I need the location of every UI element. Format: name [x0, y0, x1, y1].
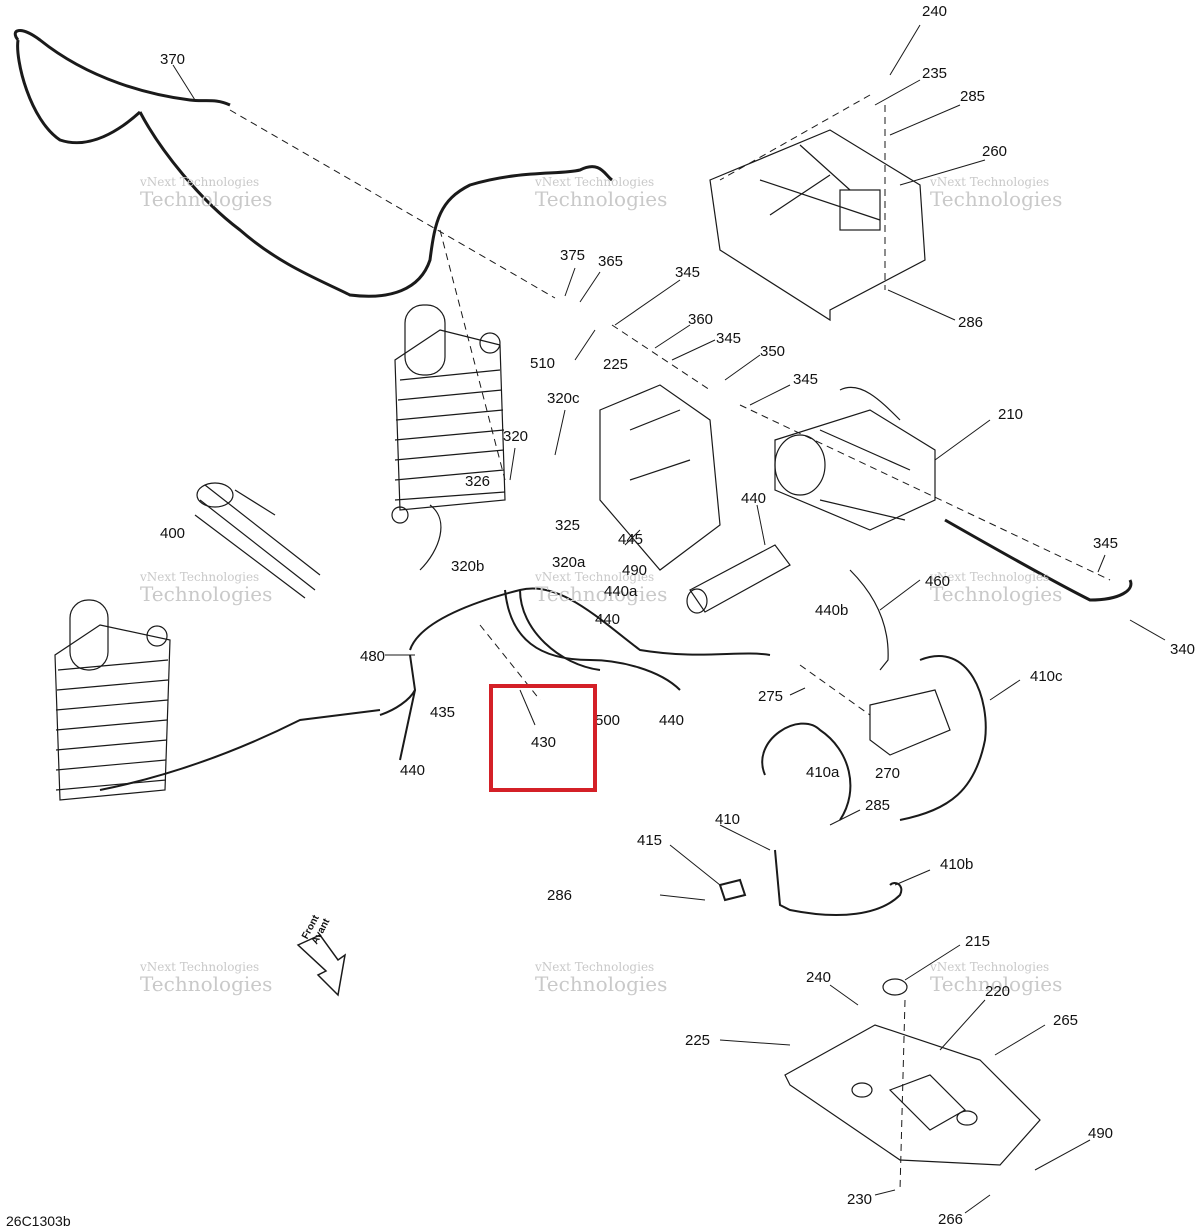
bracket-445	[599, 384, 721, 571]
part-label[interactable]: 286	[547, 887, 573, 904]
shock-absorber-lower	[54, 599, 381, 801]
part-label[interactable]: 215	[965, 933, 991, 950]
part-label[interactable]: 285	[960, 88, 986, 105]
part-label[interactable]: 345	[793, 371, 819, 388]
part-label[interactable]: 435	[430, 704, 456, 721]
part-label[interactable]: 230	[847, 1191, 873, 1208]
part-label[interactable]: 345	[1093, 535, 1119, 552]
strap-460	[849, 569, 889, 671]
part-label[interactable]: 490	[1088, 1125, 1114, 1142]
part-label[interactable]: 220	[985, 983, 1011, 1000]
part-label[interactable]: 345	[716, 330, 742, 347]
part-label[interactable]: 415	[637, 832, 663, 849]
part-label[interactable]: 285	[865, 797, 891, 814]
callout-lines	[172, 24, 1166, 1214]
part-label[interactable]: 375	[560, 247, 586, 264]
part-label[interactable]: 286	[958, 314, 984, 331]
valve-block-270	[869, 689, 951, 756]
part-label[interactable]: 490	[622, 562, 648, 579]
front-arrow-icon	[296, 934, 347, 997]
plate-220	[784, 978, 1041, 1166]
part-label[interactable]: 410c	[1030, 668, 1063, 685]
part-label[interactable]: 320b	[451, 558, 485, 575]
leader-lines	[229, 94, 1111, 1191]
part-label[interactable]: 225	[603, 356, 629, 373]
document-code: 26C1303b	[6, 1213, 71, 1229]
highlight-box	[489, 684, 597, 792]
part-label[interactable]: 365	[598, 253, 624, 270]
bracket-260	[709, 129, 926, 322]
accumulator-440	[686, 544, 791, 614]
part-label[interactable]: 440	[741, 490, 767, 507]
part-label[interactable]: 430	[531, 734, 557, 751]
part-label[interactable]: 400	[160, 525, 186, 542]
part-label[interactable]: 240	[806, 969, 832, 986]
part-label[interactable]: 326	[465, 473, 491, 490]
part-label[interactable]: 440	[595, 611, 621, 628]
part-label[interactable]: 460	[925, 573, 951, 590]
part-label[interactable]: 265	[1053, 1012, 1079, 1029]
air-line-370	[13, 29, 613, 298]
part-label[interactable]: 480	[360, 648, 386, 665]
part-label[interactable]: 210	[998, 406, 1024, 423]
part-label[interactable]: 410a	[806, 764, 840, 781]
part-label[interactable]: 410	[715, 811, 741, 828]
part-label[interactable]: 360	[688, 311, 714, 328]
part-label[interactable]: 345	[675, 264, 701, 281]
part-label[interactable]: 445	[618, 531, 644, 548]
part-label[interactable]: 320	[503, 428, 529, 445]
part-label[interactable]: 500	[595, 712, 621, 729]
part-label[interactable]: 235	[922, 65, 948, 82]
compressor-210	[774, 386, 936, 531]
shock-absorber-upper	[391, 304, 506, 571]
part-label[interactable]: 270	[875, 765, 901, 782]
part-label[interactable]: 410b	[940, 856, 974, 873]
lines-410	[718, 655, 987, 916]
spring-400	[194, 482, 321, 599]
hose-340	[944, 518, 1133, 602]
part-label[interactable]: 240	[922, 3, 948, 20]
part-label[interactable]: 440	[659, 712, 685, 729]
part-label[interactable]: 440a	[604, 583, 638, 600]
part-label[interactable]: 440b	[815, 602, 849, 619]
part-label[interactable]: 325	[555, 517, 581, 534]
part-label[interactable]: 340	[1170, 641, 1196, 658]
hose-bundle	[379, 587, 771, 761]
part-label[interactable]: 320c	[547, 390, 580, 407]
part-label[interactable]: 510	[530, 355, 556, 372]
part-label[interactable]: 440	[400, 762, 426, 779]
part-label[interactable]: 370	[160, 51, 186, 68]
part-label[interactable]: 225	[685, 1032, 711, 1049]
part-label[interactable]: 266	[938, 1211, 964, 1228]
part-label[interactable]: 260	[982, 143, 1008, 160]
part-label[interactable]: 320a	[552, 554, 586, 571]
part-label[interactable]: 275	[758, 688, 784, 705]
part-label[interactable]: 350	[760, 343, 786, 360]
